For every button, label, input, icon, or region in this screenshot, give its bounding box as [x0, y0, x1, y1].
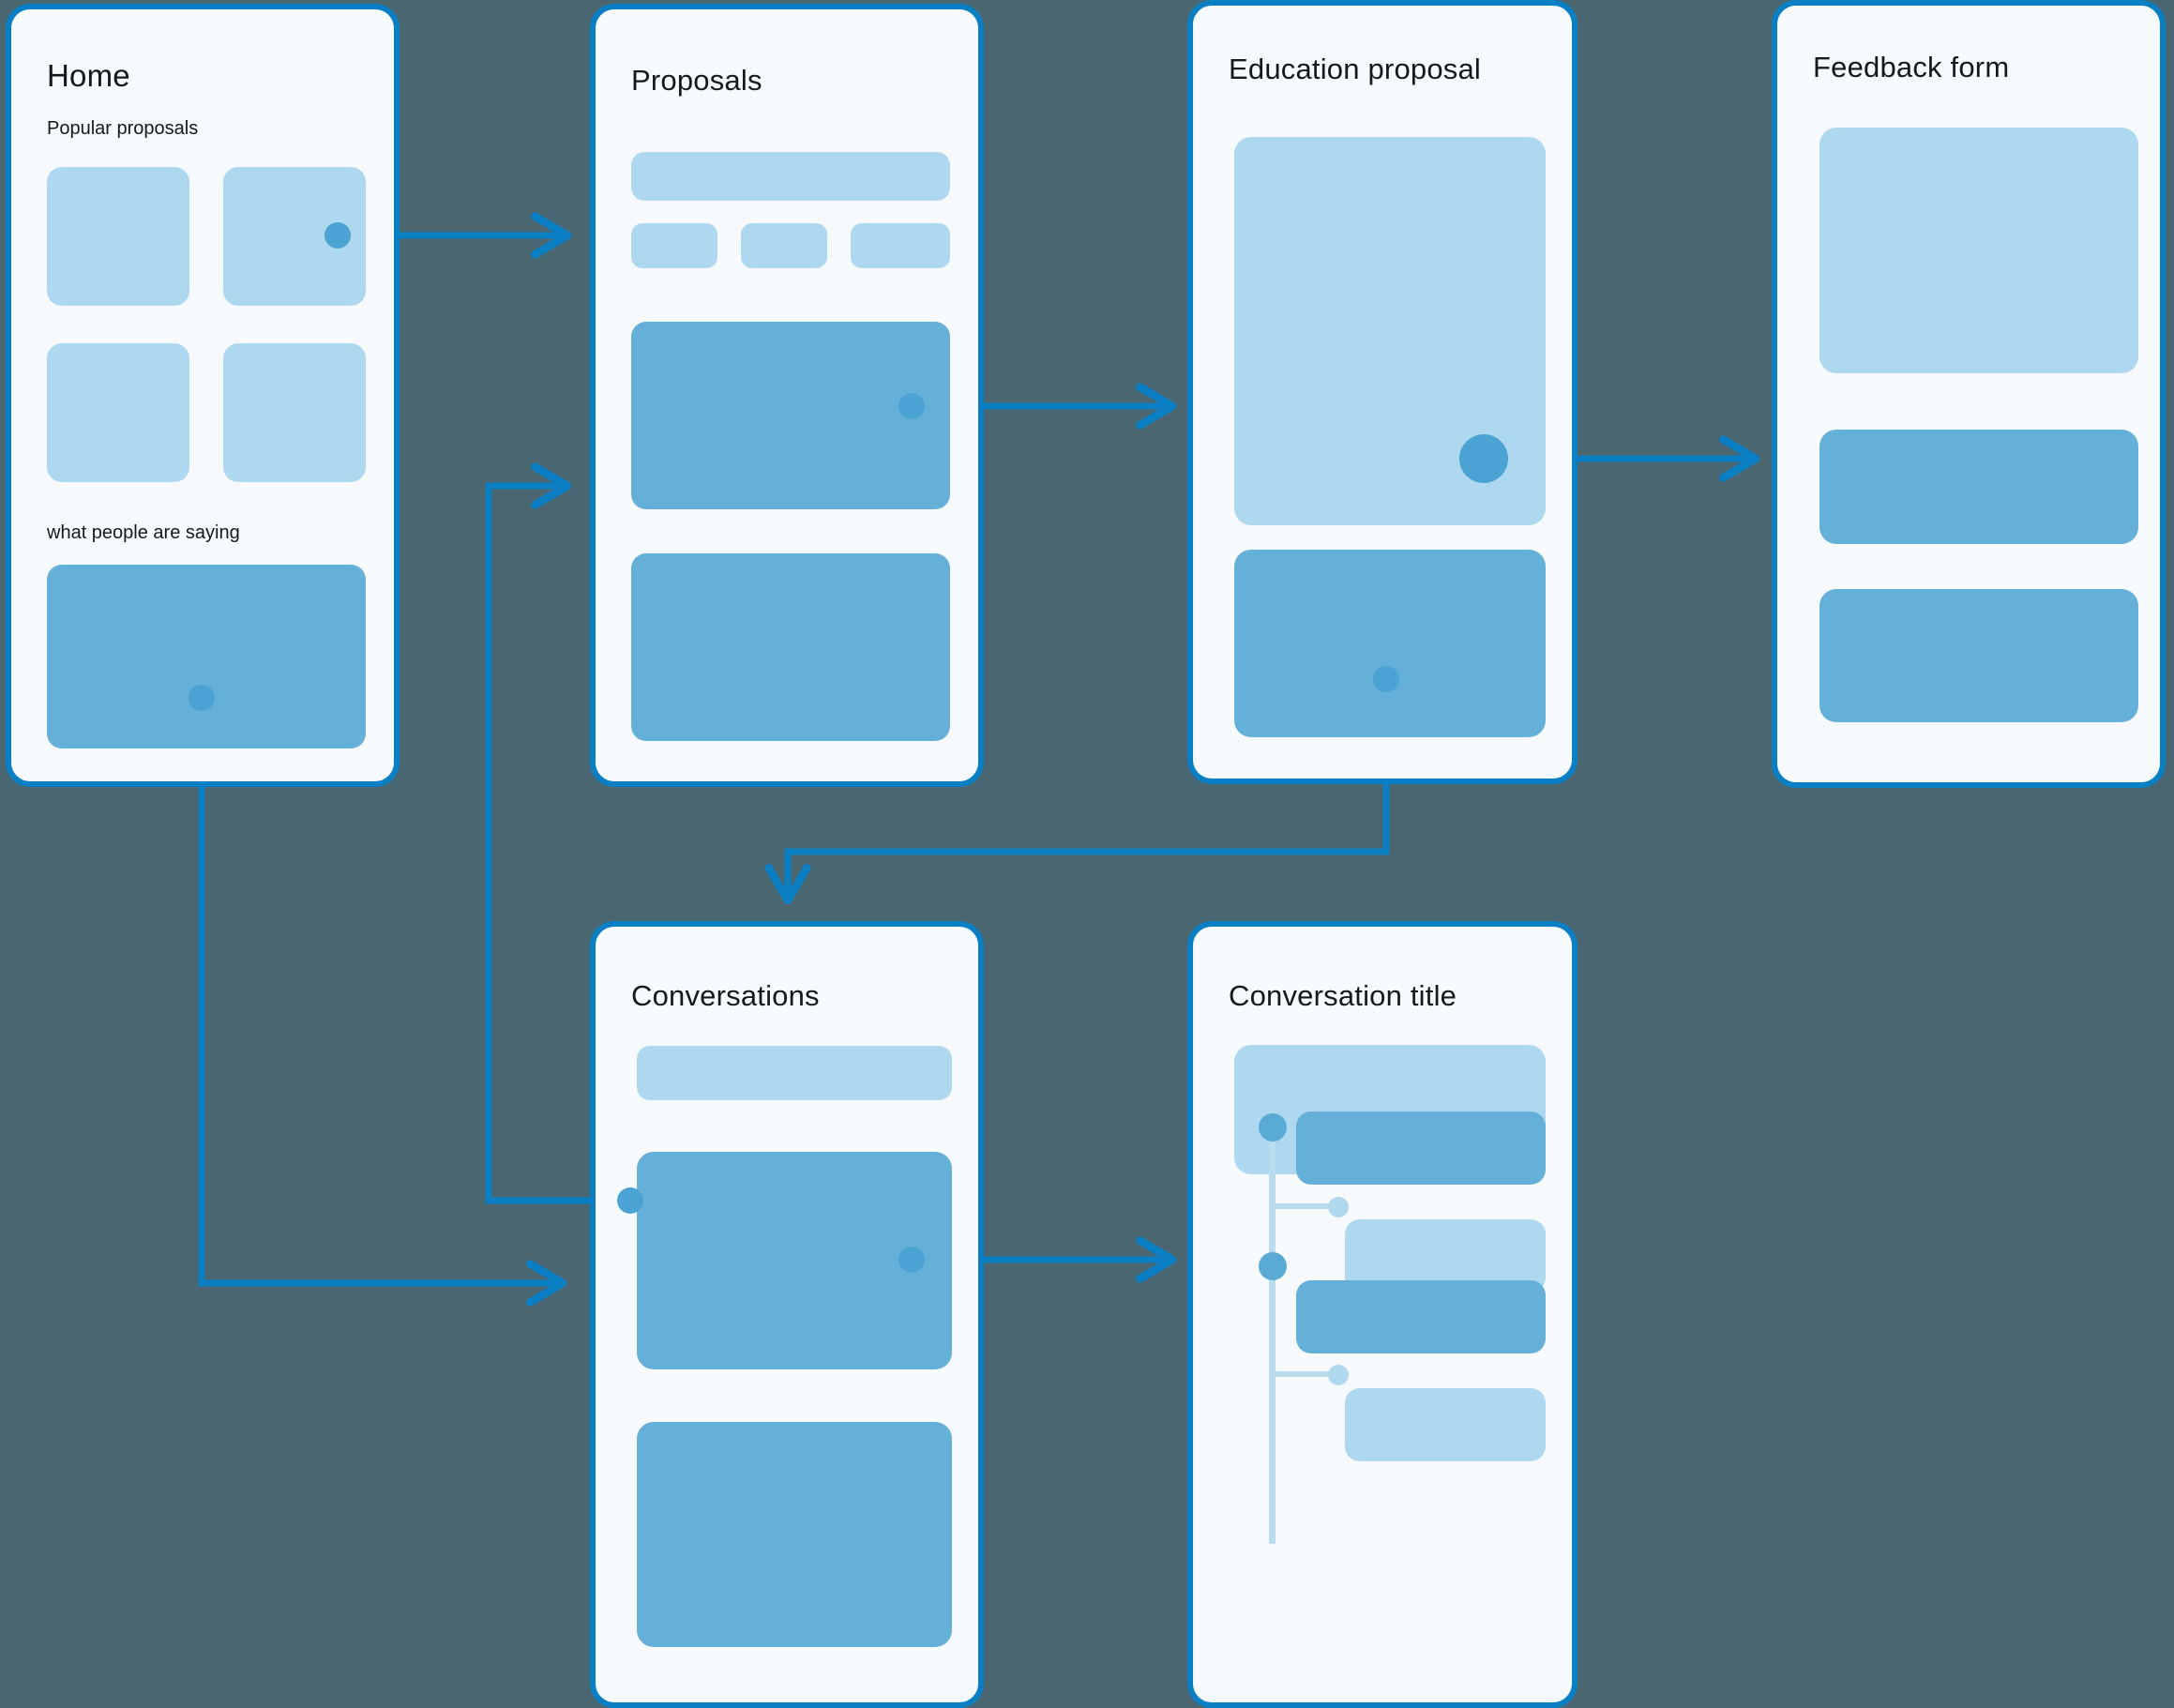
- page-title: Feedback form: [1813, 51, 2010, 83]
- page-title: Conversation title: [1229, 979, 1457, 1012]
- hotspot-home-card-2[interactable]: [325, 222, 351, 249]
- proposals-search-bar[interactable]: [631, 152, 950, 201]
- section-label-popular-proposals: Popular proposals: [47, 118, 199, 139]
- home-proposal-card-4[interactable]: [223, 343, 366, 482]
- feedback-form-block-1[interactable]: [1819, 128, 2138, 373]
- hotspot-home-testimonial[interactable]: [189, 685, 215, 711]
- home-proposal-card-3[interactable]: [47, 343, 189, 482]
- conversations-search-bar[interactable]: [637, 1046, 952, 1100]
- hotspot-conversations-item-1-right[interactable]: [898, 1247, 925, 1273]
- hotspot-conversations-item-1-left[interactable]: [617, 1187, 643, 1214]
- thread-spine: [1269, 1126, 1276, 1544]
- feedback-form-block-2[interactable]: [1819, 430, 2138, 544]
- page-title: Proposals: [631, 64, 762, 97]
- education-proposal-body-block[interactable]: [1234, 550, 1546, 737]
- proposals-filter-chip-1[interactable]: [631, 223, 717, 268]
- proposals-filter-chip-2[interactable]: [741, 223, 827, 268]
- conversations-list-item-2[interactable]: [637, 1422, 952, 1647]
- proposals-filter-chip-3[interactable]: [851, 223, 950, 268]
- screen-conversations[interactable]: Conversations: [590, 921, 984, 1708]
- screen-home[interactable]: Home Popular proposals what people are s…: [6, 4, 400, 787]
- proposals-list-item-2[interactable]: [631, 553, 950, 741]
- thread-node-major-1[interactable]: [1259, 1113, 1287, 1141]
- screen-feedback-form[interactable]: Feedback form: [1772, 0, 2166, 788]
- hotspot-education-body[interactable]: [1373, 666, 1399, 692]
- message-bubble-outgoing-1[interactable]: [1296, 1111, 1546, 1185]
- message-bubble-incoming-2[interactable]: [1345, 1388, 1546, 1461]
- hotspot-proposals-item-1[interactable]: [898, 393, 925, 419]
- thread-branch-2: [1269, 1371, 1335, 1377]
- page-title: Education proposal: [1229, 53, 1482, 85]
- feedback-form-block-3[interactable]: [1819, 589, 2138, 722]
- thread-branch-1: [1269, 1203, 1335, 1209]
- page-title: Conversations: [631, 979, 820, 1012]
- section-label-what-people-are-saying: what people are saying: [47, 522, 240, 543]
- thread-node-minor-1[interactable]: [1328, 1197, 1349, 1217]
- message-bubble-outgoing-2[interactable]: [1296, 1280, 1546, 1353]
- page-title: Home: [47, 58, 130, 93]
- proposals-list-item-1[interactable]: [631, 322, 950, 509]
- home-proposal-card-1[interactable]: [47, 167, 189, 306]
- hotspot-education-hero[interactable]: [1459, 434, 1508, 483]
- thread-node-minor-2[interactable]: [1328, 1365, 1349, 1385]
- screen-proposals[interactable]: Proposals: [590, 4, 984, 787]
- thread-node-major-2[interactable]: [1259, 1252, 1287, 1280]
- screen-conversation-title[interactable]: Conversation title: [1187, 921, 1578, 1708]
- home-testimonial-block[interactable]: [47, 565, 366, 748]
